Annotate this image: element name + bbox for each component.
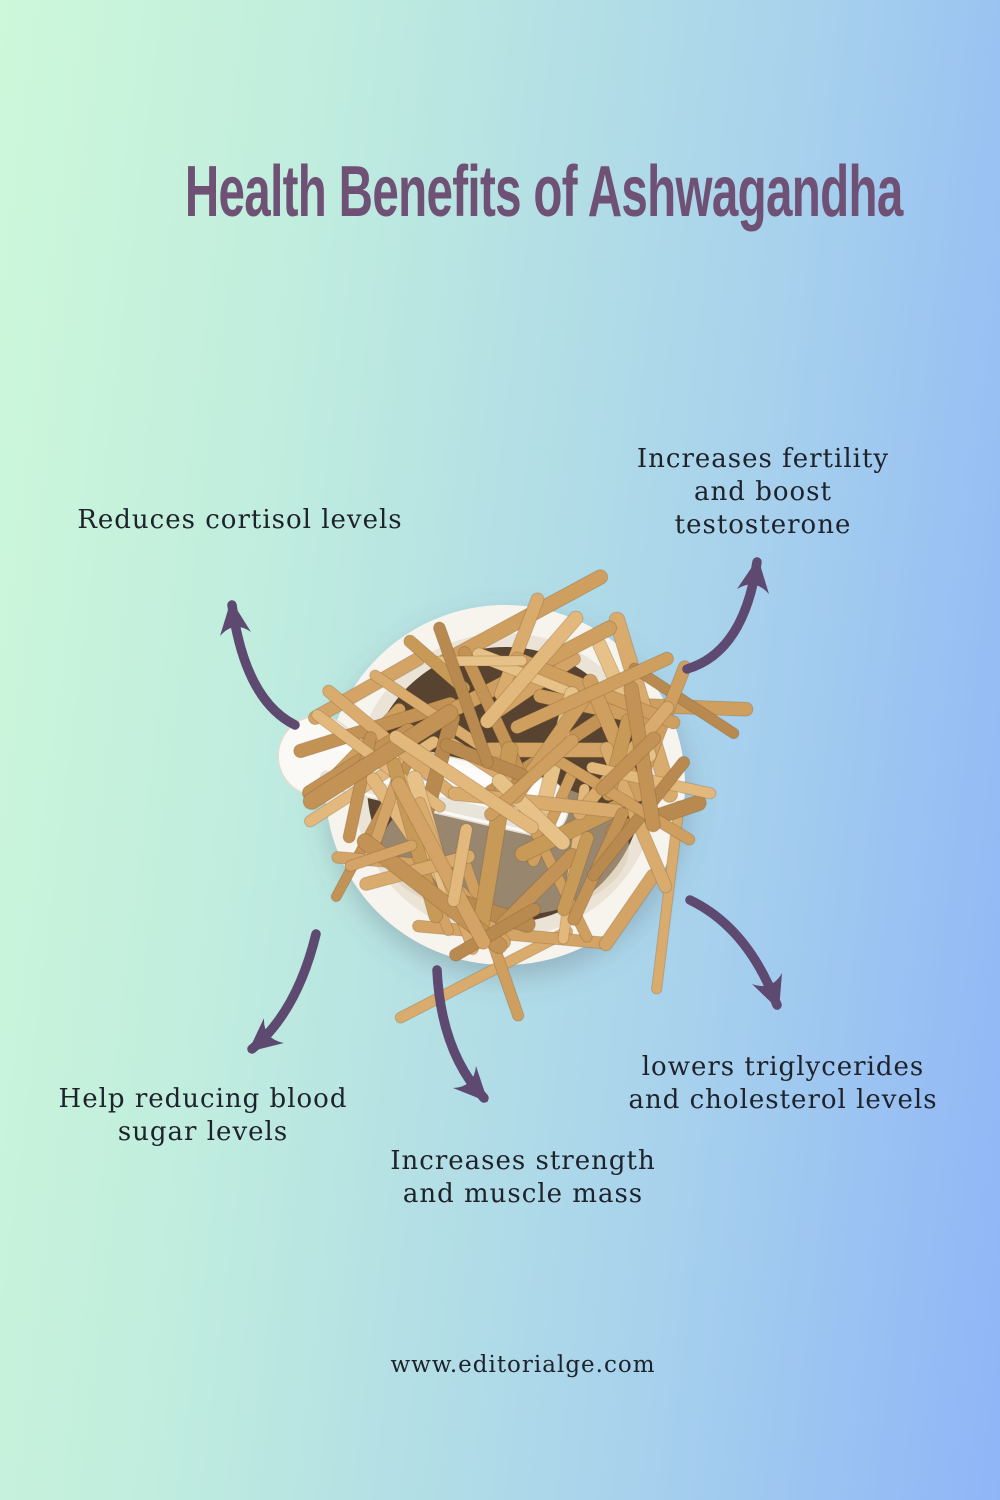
website-url: www.editorialge.com: [390, 1352, 656, 1378]
benefit-label-fertility-testosterone: Increases fertility and boost testostero…: [636, 444, 890, 540]
arrow-cholesterol-icon: [685, 895, 782, 1010]
arrow-strength-icon: [432, 965, 489, 1103]
benefit-label-reduces-cortisol: Reduces cortisol levels: [77, 505, 403, 535]
benefit-label-blood-sugar: Help reducing blood sugar levels: [58, 1084, 348, 1147]
arrow-reduces-cortisol-icon: [220, 600, 300, 730]
ashwagandha-roots: [293, 569, 754, 1024]
arrow-fertility-icon: [682, 557, 769, 674]
benefit-label-triglycerides-cholesterol: lowers triglycerides and cholesterol lev…: [628, 1052, 938, 1115]
arrow-blood-sugar-icon: [247, 929, 321, 1054]
mortar-pestle-illustration: [277, 569, 754, 1024]
page-title: Health Benefits of Ashwagandha: [184, 152, 903, 232]
benefit-label-strength-muscle: Increases strength and muscle mass: [390, 1146, 656, 1209]
